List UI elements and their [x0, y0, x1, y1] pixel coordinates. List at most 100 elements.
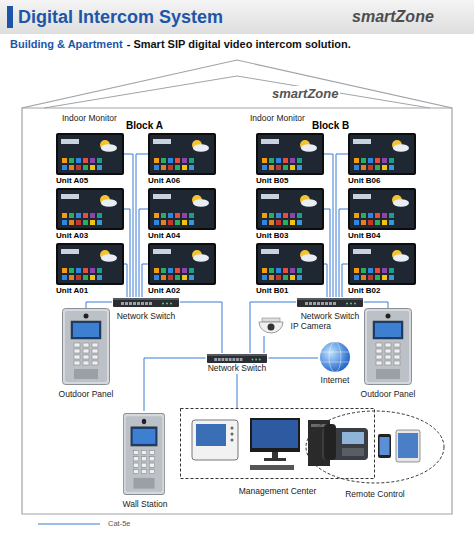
- video-phone: [192, 420, 238, 460]
- globe-parallels: [320, 352, 350, 362]
- block-name: Block A: [126, 120, 163, 132]
- switch-node: Network Switch: [112, 297, 180, 322]
- cat5e-cable: [269, 358, 319, 359]
- header-band: [0, 0, 474, 34]
- tablet: [396, 430, 420, 462]
- globe-meridian: [329, 342, 341, 372]
- switch-node: Network Switch: [206, 353, 269, 374]
- smartphone-screen: [380, 437, 390, 455]
- phone-button: [231, 433, 234, 436]
- indoor-monitor-node: Unit B01: [256, 243, 324, 296]
- desk-phone-screen: [342, 432, 364, 444]
- indoor-monitor: [56, 133, 124, 175]
- outdoor-panel: [63, 309, 110, 385]
- cat5e-cable: [342, 264, 348, 297]
- pc-monitor: [250, 418, 300, 452]
- indoor-monitor: [148, 133, 216, 175]
- indoor-monitor: [256, 133, 324, 175]
- subtitle-text: - Smart SIP digital video intercom solut…: [127, 38, 351, 51]
- node-label: Unit A05: [56, 176, 88, 186]
- block-name: Block B: [312, 120, 349, 132]
- desk-phone-keys: [342, 448, 364, 456]
- cat5e-cable: [124, 209, 130, 297]
- cat5e-cable: [144, 358, 206, 411]
- node-label: Network Switch: [301, 311, 360, 322]
- node-label: Network Switch: [208, 363, 267, 374]
- outdoor-panel-node: Outdoor Panel: [56, 308, 116, 400]
- network-switch: [113, 298, 179, 307]
- brand-logo: smartZone: [352, 7, 434, 27]
- group-heading: Indoor Monitor: [62, 113, 117, 124]
- management-center-node: Management Center: [180, 408, 375, 497]
- indoor-monitor: [56, 188, 124, 230]
- cat5e-cable: [339, 209, 348, 297]
- wall-station-node: Wall Station: [112, 411, 178, 510]
- node-label: Unit B06: [348, 176, 380, 186]
- remote-frame: [306, 411, 444, 483]
- indoor-monitor-node: Unit A06: [148, 133, 216, 186]
- node-label: Outdoor Panel: [59, 389, 114, 400]
- phone-button: [231, 427, 234, 430]
- building-outline: [22, 60, 452, 514]
- cat5e-cable: [324, 209, 330, 297]
- indoor-monitor-node: Unit B02: [348, 243, 416, 296]
- cat5e-cable: [139, 209, 148, 297]
- video-phone-screen: [196, 424, 226, 446]
- internet-node: Internet: [318, 341, 352, 386]
- outdoor-panel: [365, 309, 412, 385]
- network-switch: [297, 298, 363, 307]
- switch-node: Network Switch: [296, 297, 364, 322]
- roof-logo: smartZone: [270, 86, 340, 101]
- cat5e-cable: [336, 154, 348, 297]
- management-frame: [181, 409, 375, 479]
- indoor-monitor-node: Unit A03: [56, 188, 124, 241]
- cat5e-cable: [124, 154, 133, 297]
- node-label: Unit A01: [56, 286, 88, 296]
- node-label: Remote Control: [345, 489, 405, 500]
- cat5e-cable: [136, 154, 148, 297]
- cat5e-cable: [250, 302, 296, 353]
- cat5e-cable: [324, 264, 327, 297]
- cat5e-cable: [86, 302, 112, 308]
- ip-camera-node: IP Camera: [256, 316, 331, 336]
- outdoor-panel-node: Outdoor Panel: [358, 308, 418, 400]
- node-label: Unit B01: [256, 286, 288, 296]
- building-floor-line: [22, 108, 452, 109]
- cat5e-cable: [264, 336, 265, 353]
- cat5e-cable: [237, 374, 238, 408]
- cat5e-cable: [324, 154, 333, 297]
- indoor-monitor: [256, 243, 324, 285]
- indoor-monitor-node: Unit A05: [56, 133, 124, 186]
- pc-base: [264, 458, 286, 461]
- header-bar: [7, 6, 13, 28]
- group-heading: Indoor Monitor: [250, 113, 305, 124]
- title-text: Digital Intercom System: [18, 6, 223, 28]
- node-label: Wall Station: [122, 499, 167, 510]
- tablet-screen: [398, 433, 418, 458]
- node-label: IP Camera: [291, 321, 331, 332]
- wall-station: [123, 414, 164, 495]
- indoor-monitor-node: Unit B03: [256, 188, 324, 241]
- camera-mount: [262, 318, 280, 322]
- node-label: Unit A04: [148, 231, 180, 241]
- legend-line-sample: [38, 523, 100, 524]
- node-label: Unit B05: [256, 176, 288, 186]
- camera-dome: [259, 322, 283, 333]
- internet-globe: [320, 342, 350, 372]
- node-label: Unit B04: [348, 231, 380, 241]
- node-label: Outdoor Panel: [361, 389, 416, 400]
- pc-screen: [252, 420, 298, 448]
- inner-roof: [44, 76, 430, 108]
- cat5e-cable: [364, 302, 388, 308]
- handset: [324, 424, 336, 460]
- indoor-monitor-node: Unit A01: [56, 243, 124, 296]
- indoor-monitor-node: Unit A02: [148, 243, 216, 296]
- node-label: Unit B03: [256, 231, 288, 241]
- smartphone: [378, 434, 391, 458]
- node-label: Management Center: [239, 486, 317, 497]
- node-label: Unit B02: [348, 286, 380, 296]
- node-label: Unit A03: [56, 231, 88, 241]
